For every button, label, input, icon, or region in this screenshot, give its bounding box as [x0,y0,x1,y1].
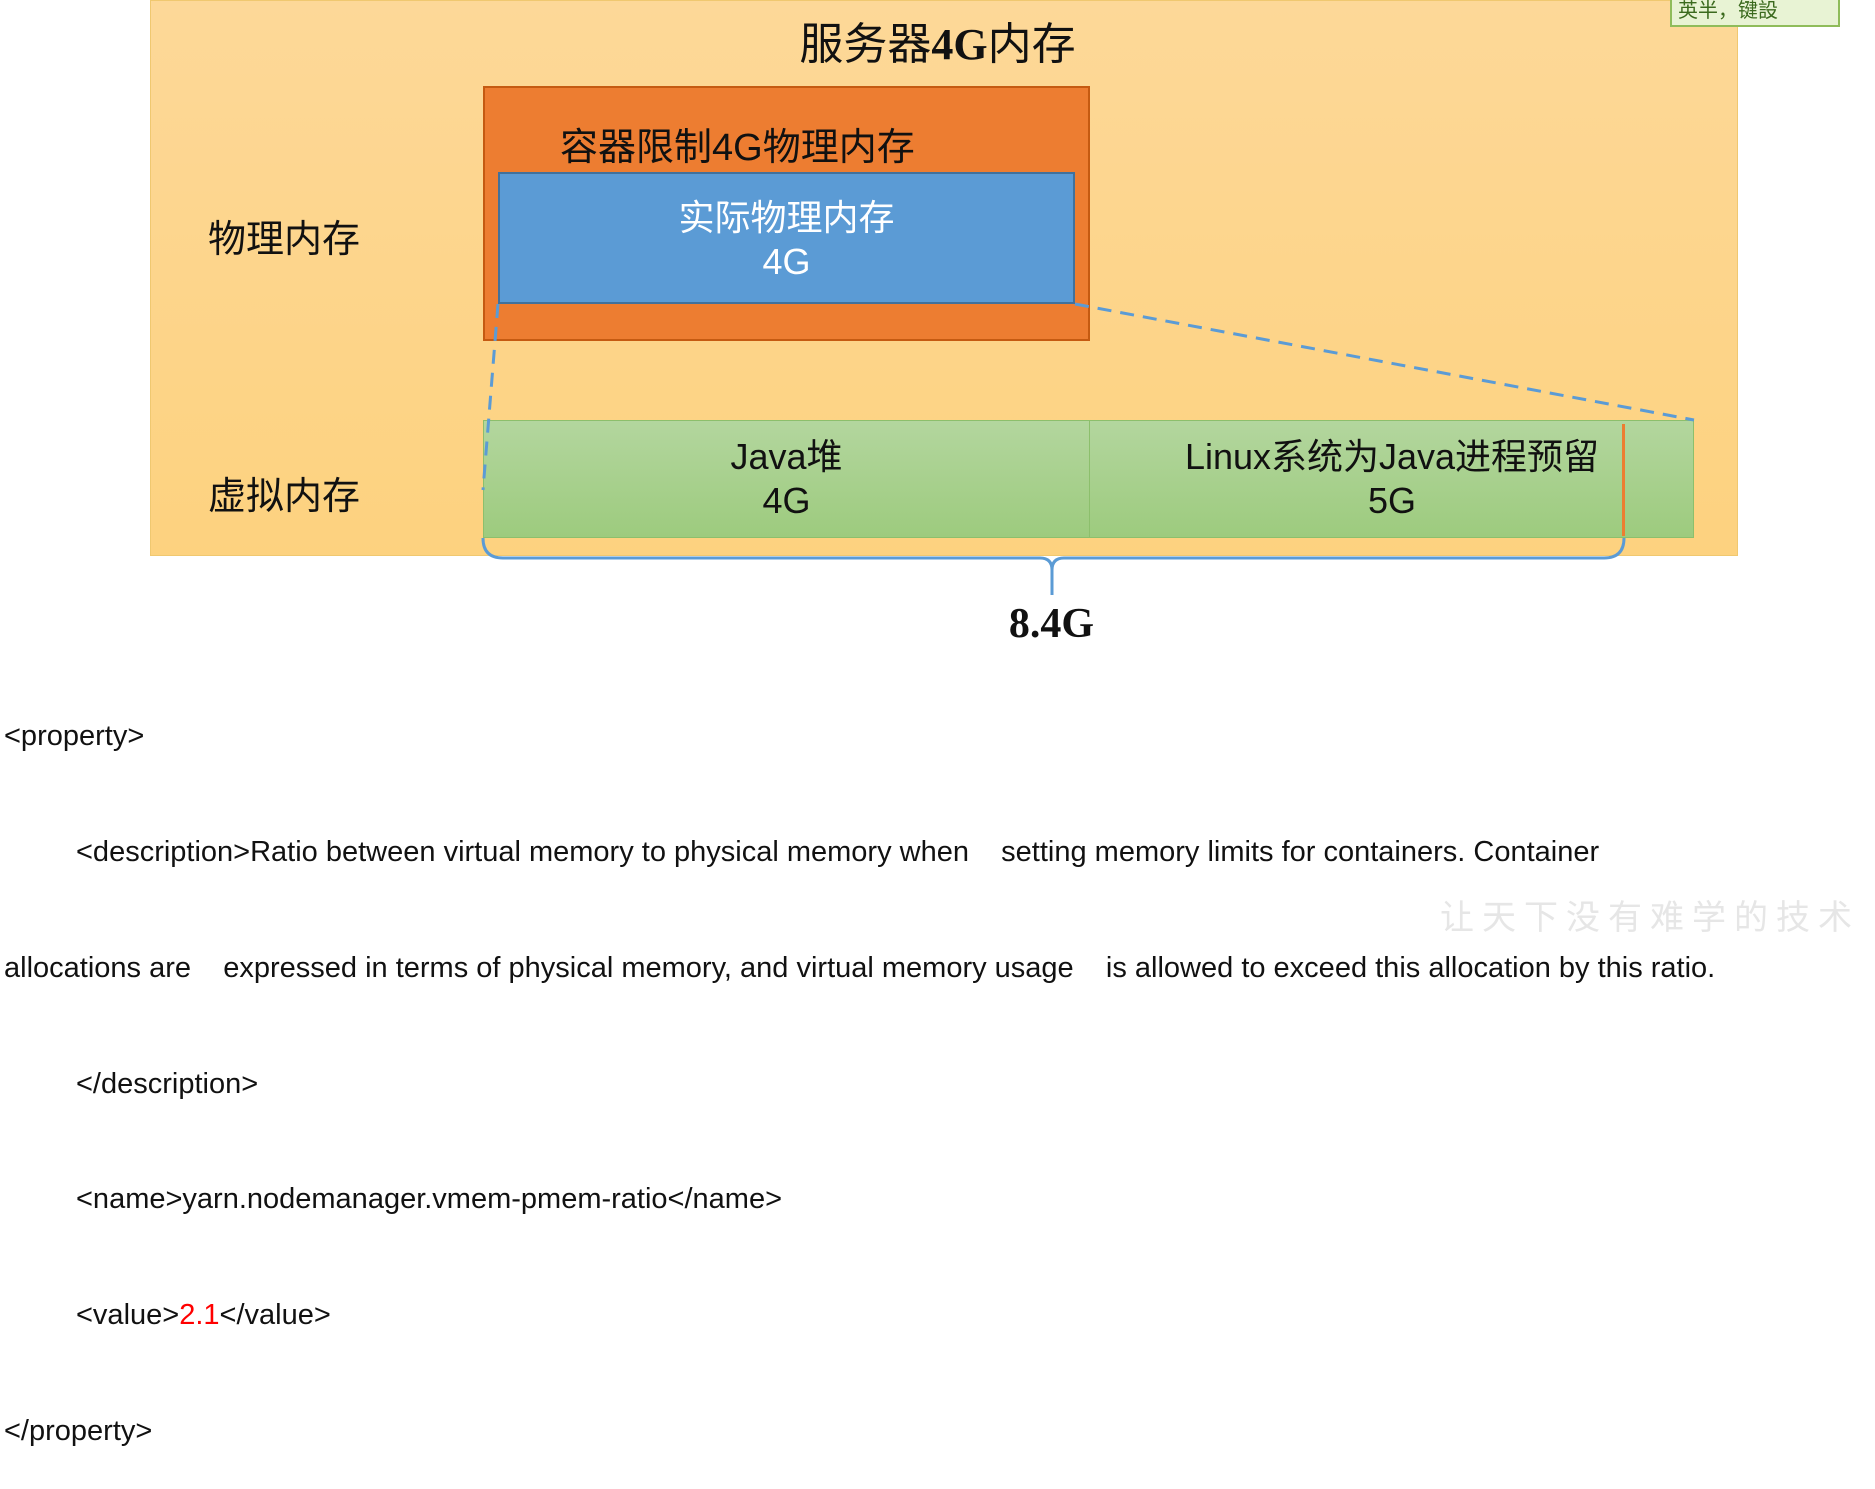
logo-badge: 英半，键設 [1670,0,1840,27]
name-line: <name>yarn.nodemanager.vmem-pmem-ratio</… [76,1183,783,1216]
total-virtual-memory-label: 8.4G [1008,601,1095,647]
actual-physical-memory-box: 实际物理内存 4G [498,172,1075,304]
value-line: <value>2.1</value> [76,1299,331,1332]
linux-reserve-title: Linux系统为Java进程预留 [1184,436,1600,477]
property-open-tag: <property> [4,720,145,753]
right-dashed-connector [1074,302,1695,422]
description-line-2: allocations are expressed in terms of ph… [4,951,1716,984]
linux-reserve-size: 5G [1367,480,1417,521]
logo-text: 英半，键設 [1678,0,1778,22]
server-memory-title: 服务器4G内存 [799,20,1076,69]
description-close-tag: </description> [76,1067,259,1100]
left-dashed-connector [481,303,500,491]
java-heap-segment: Java堆 4G [484,421,1089,537]
virtual-memory-label: 虚拟内存 [208,476,361,518]
watermark-text: 让天下没有难学的技术 [1440,898,1860,938]
container-limit-label: 容器限制4G物理内存 [560,127,915,169]
physical-memory-label: 物理内存 [208,219,361,261]
property-close-tag: </property> [4,1414,153,1447]
actual-memory-size: 4G [762,241,811,282]
linux-reserve-segment: Linux系统为Java进程预留 5G [1089,421,1695,537]
connector-overlay [481,302,1695,595]
actual-memory-title: 实际物理内存 [678,197,895,238]
java-heap-size: 4G [762,480,811,521]
total-brace [481,537,1626,595]
segment-divider [1089,421,1090,537]
description-line-1: <description>Ratio between virtual memor… [76,835,1600,868]
virtual-memory-bar: Java堆 4G Linux系统为Java进程预留 5G [483,420,1694,538]
java-heap-title: Java堆 [730,436,843,477]
xml-property-block: <property> <description>Ratio between vi… [4,640,1875,1489]
ratio-value: 2.1 [179,1299,220,1332]
limit-marker-line [1622,424,1625,536]
